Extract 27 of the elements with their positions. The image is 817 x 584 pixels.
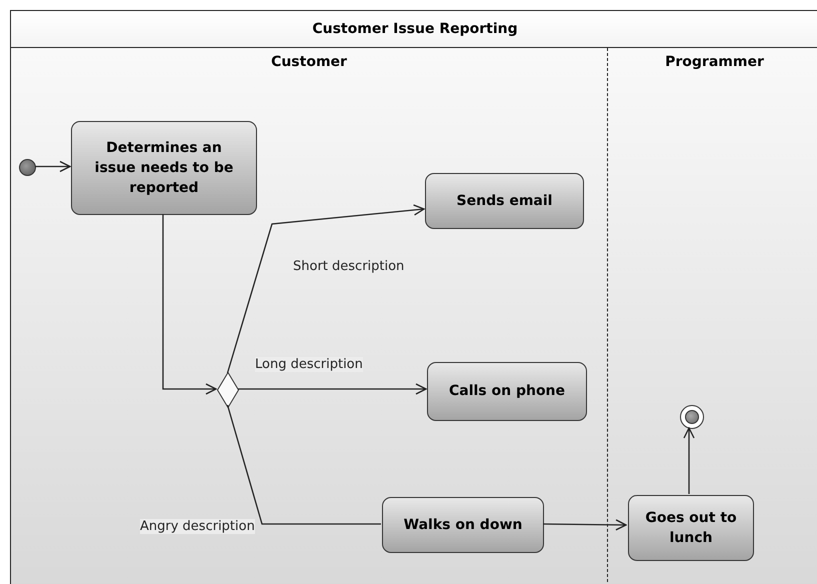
activity-box — [628, 495, 754, 561]
activity-label: Calls on phone — [448, 382, 566, 402]
swimlane — [11, 48, 607, 584]
activity-label: Sends email — [456, 192, 552, 211]
diagram-frame — [10, 10, 817, 584]
activity-label: Determines an issue needs to be reported — [94, 138, 234, 198]
activity-box — [382, 497, 544, 553]
arrow — [35, 160, 71, 172]
arrow — [238, 383, 427, 395]
arrow — [226, 204, 425, 374]
edge-label: Short description — [293, 259, 404, 274]
edge-label: Long description — [255, 357, 363, 372]
activity-box — [71, 121, 257, 215]
activity-label: Walks on down — [404, 516, 522, 535]
activity-box — [427, 362, 587, 421]
swimlane — [607, 48, 817, 584]
arrow — [683, 427, 695, 494]
activity-label: Goes out to lunch — [644, 508, 738, 548]
lane-title: Programmer — [664, 54, 765, 70]
activity-box — [425, 173, 584, 229]
initial-node — [19, 159, 36, 176]
decision-diamond — [217, 372, 239, 408]
lane-title: Customer — [270, 54, 348, 70]
final-node — [680, 405, 704, 429]
arrow — [162, 214, 217, 395]
edge-label: Angry description — [140, 519, 255, 534]
arrow — [543, 519, 627, 531]
